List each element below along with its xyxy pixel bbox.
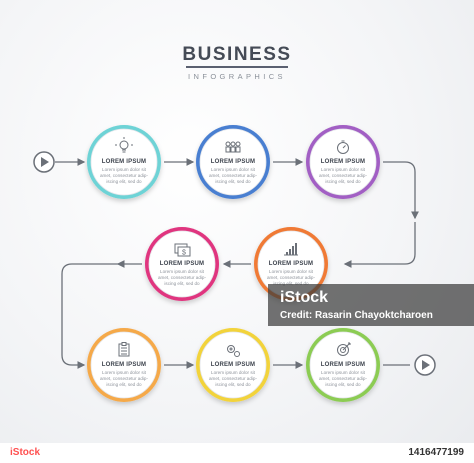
nodes-layer: $ — [87, 125, 380, 402]
bar-chart-icon — [284, 243, 298, 256]
end-play-icon — [414, 354, 436, 376]
step-body-line: Lorem ipsum dolor sit — [211, 370, 255, 375]
stopwatch-icon — [337, 140, 349, 154]
step-label: LOREM IPSUM — [210, 159, 256, 165]
step-disc — [149, 231, 215, 297]
step-label: LOREM IPSUM — [101, 362, 147, 368]
step-node-3 — [306, 125, 380, 199]
step-label: LOREM IPSUM — [320, 159, 366, 165]
watermark-logo: iStock — [280, 289, 329, 306]
step-body-line: Lorem ipsum dolor sit — [321, 370, 365, 375]
step-body-line: Lorem ipsum dolor sit — [269, 269, 313, 274]
title-underline — [186, 66, 288, 68]
start-play-icon — [33, 151, 55, 173]
step-body-line: iscing elit, sed do — [106, 382, 142, 387]
step-body-line: amet, consectetur adip- — [266, 275, 315, 280]
lightbulb-icon — [115, 137, 133, 153]
footer-logo: iStock — [10, 447, 41, 458]
step-disc — [310, 332, 376, 398]
step-body-line: amet, consectetur adip- — [99, 173, 148, 178]
step-body-line: amet, consectetur adip- — [99, 376, 148, 381]
step-disc — [200, 332, 266, 398]
step-body-line: iscing elit, sed do — [106, 179, 142, 184]
connector-4-turn — [343, 222, 416, 268]
step-body-line: amet, consectetur adip- — [318, 173, 367, 178]
step-node-4 — [254, 227, 328, 301]
step-node-7 — [196, 328, 270, 402]
page-subtitle: INFOGRAPHICS — [188, 72, 286, 81]
connector-3-4 — [383, 161, 419, 220]
step-disc — [200, 129, 266, 195]
money-icon: $ — [174, 243, 191, 257]
page-title: BUSINESS — [182, 44, 292, 65]
step-body-line: amet, consectetur adip- — [208, 173, 257, 178]
step-body-line: amet, consectetur adip- — [157, 275, 206, 280]
step-body-line: iscing elit, sed do — [325, 382, 361, 387]
footer-bar — [0, 443, 474, 463]
watermark-credit: Credit: Rasarin Chayoktcharoen — [280, 310, 433, 321]
step-body-line: Lorem ipsum dolor sit — [321, 167, 365, 172]
step-body-line: iscing elit, sed do — [261, 281, 321, 287]
step-body-line: amet, consectetur adip- — [208, 376, 257, 381]
step-body-line: iscing elit, sed do — [164, 281, 200, 286]
step-label: LOREM IPSUM — [101, 159, 147, 165]
step-node-5: $ — [145, 227, 219, 301]
step-node-8 — [306, 328, 380, 402]
step-label: LOREM IPSUM — [320, 362, 366, 368]
title-block: BUSINESS INFOGRAPHICS — [0, 44, 474, 81]
step-body-line: Lorem ipsum dolor sit — [160, 269, 204, 274]
step-node-2 — [196, 125, 270, 199]
step-body-line: Lorem ipsum dolor sit — [102, 370, 146, 375]
step-disc — [258, 231, 324, 297]
step-body-line: amet, consectetur adip- — [318, 376, 367, 381]
team-icon — [225, 141, 241, 153]
step-body-line: iscing elit, sed do — [325, 179, 361, 184]
gears-icon — [227, 345, 240, 357]
connector-5-6 — [61, 263, 118, 369]
connector-flow — [55, 158, 419, 369]
clipboard-icon — [118, 342, 130, 357]
step-label: LOREM IPSUM — [268, 261, 314, 267]
target-icon — [337, 342, 351, 356]
step-node-1 — [87, 125, 161, 199]
step-body-line: iscing elit, sed do — [215, 179, 251, 184]
step-label: LOREM IPSUM — [210, 362, 256, 368]
step-label: LOREM IPSUM — [159, 261, 205, 267]
step-body-line: iscing elit, sed do — [215, 382, 251, 387]
watermark: iStock Credit: Rasarin Chayoktcharoen — [268, 284, 474, 326]
step-body-line: Lorem ipsum dolor sit — [102, 167, 146, 172]
step-body-line: Lorem ipsum dolor sit — [211, 167, 255, 172]
svg-text:$: $ — [182, 250, 186, 257]
footer-image-id: 1416477199 — [408, 447, 464, 458]
step-disc — [310, 129, 376, 195]
step-node-6 — [87, 328, 161, 402]
step-disc — [91, 332, 157, 398]
step-disc — [91, 129, 157, 195]
